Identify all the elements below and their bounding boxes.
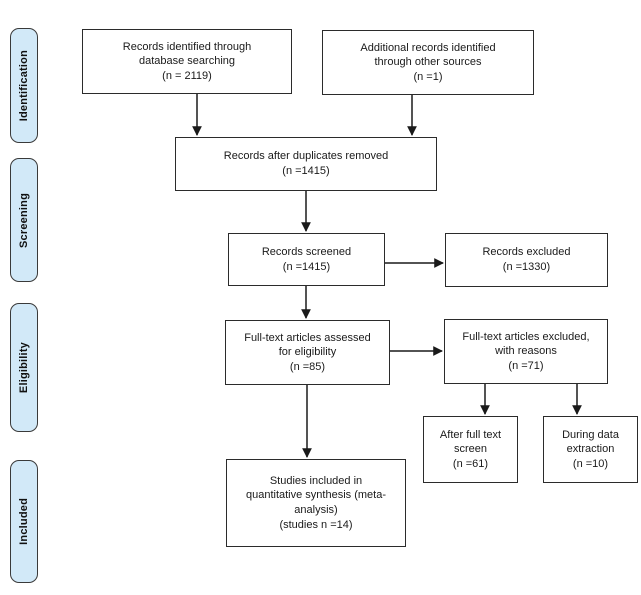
box-records-excluded-text: Records excluded (n =1330): [482, 246, 571, 273]
box-studies-included-text: Studies included in quantitative synthes…: [245, 474, 386, 531]
box-fulltext-assessed-text: Full-text articles assessed for eligibil…: [244, 331, 371, 373]
box-records-excluded: Records excluded (n =1330): [445, 233, 608, 287]
box-duplicates-removed: Records after duplicates removed (n =141…: [175, 137, 437, 191]
box-fulltext-excluded: Full-text articles excluded, with reason…: [444, 319, 608, 384]
stage-identification-label: Identification: [18, 49, 30, 122]
stage-included: Included: [10, 460, 38, 583]
stage-included-label: Included: [18, 498, 30, 545]
box-duplicates-removed-text: Records after duplicates removed (n =141…: [223, 150, 389, 177]
box-studies-included: Studies included in quantitative synthes…: [226, 459, 406, 547]
stage-eligibility-label: Eligibility: [18, 341, 30, 394]
box-database-search: Records identified through database sear…: [82, 29, 292, 94]
box-records-screened-text: Records screened (n =1415): [261, 245, 352, 273]
stage-screening: Screening: [10, 158, 38, 282]
stage-screening-label: Screening: [18, 192, 30, 248]
box-after-fulltext-screen: After full text screen (n =61): [423, 416, 518, 483]
box-database-search-text: Records identified through database sear…: [122, 40, 252, 82]
box-during-data-extraction: During data extraction (n =10): [543, 416, 638, 483]
box-during-data-extraction-text: During data extraction (n =10): [562, 428, 619, 470]
box-after-fulltext-screen-text: After full text screen (n =61): [439, 428, 502, 470]
stage-identification: Identification: [10, 28, 38, 143]
box-fulltext-excluded-text: Full-text articles excluded, with reason…: [462, 330, 590, 372]
box-records-screened: Records screened (n =1415): [228, 233, 385, 286]
stage-eligibility: Eligibility: [10, 303, 38, 432]
box-other-sources-text: Additional records identified through ot…: [360, 41, 496, 83]
box-other-sources: Additional records identified through ot…: [322, 30, 534, 95]
box-fulltext-assessed: Full-text articles assessed for eligibil…: [225, 320, 390, 385]
